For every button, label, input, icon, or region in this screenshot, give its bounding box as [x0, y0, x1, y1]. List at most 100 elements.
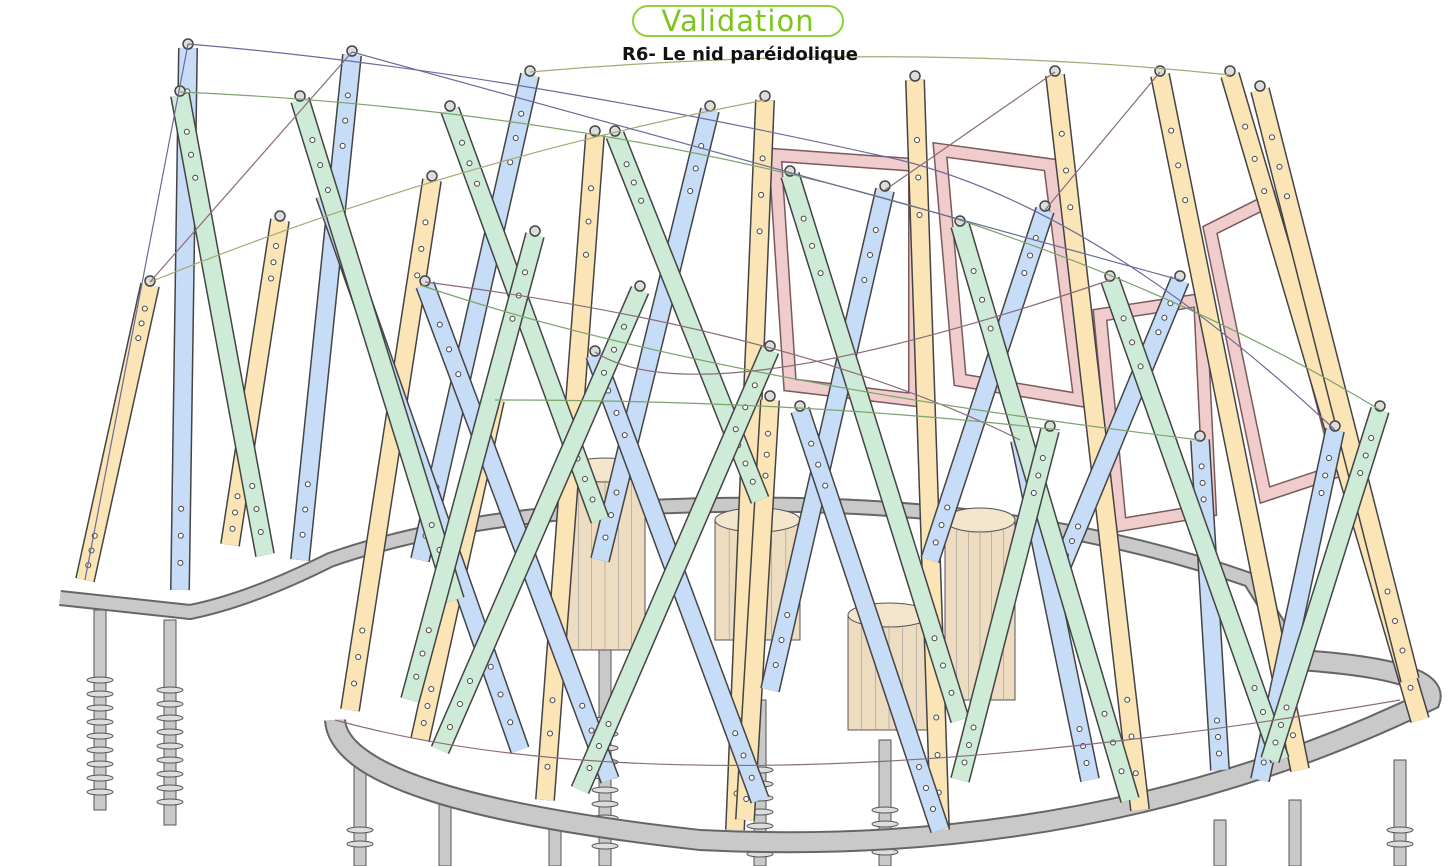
bolt: [359, 627, 366, 634]
bolt: [188, 151, 195, 158]
bolt: [748, 774, 755, 781]
bolt: [938, 522, 945, 528]
eye-bolt: [426, 170, 438, 182]
screw-thread: [746, 822, 774, 830]
bolt: [1035, 472, 1042, 479]
bolt: [351, 680, 358, 687]
bolt: [309, 137, 316, 143]
bolt: [422, 219, 429, 226]
screw-thread: [1386, 840, 1414, 848]
bolt: [1272, 739, 1279, 746]
bolt: [1251, 155, 1258, 162]
bolt: [582, 476, 588, 482]
screw-thread: [346, 826, 374, 834]
bolt: [268, 275, 274, 282]
screw-thread: [86, 788, 114, 796]
bolt: [518, 110, 525, 117]
blue-beam: [1052, 276, 1188, 574]
bolt: [428, 686, 435, 692]
bolt: [249, 483, 256, 489]
ground-screw: [1393, 759, 1407, 866]
eye-bolt: [529, 225, 541, 237]
bolt: [342, 117, 349, 124]
green-beam: [951, 222, 1139, 803]
bolt: [589, 496, 596, 503]
cable: [187, 43, 1336, 431]
screw-thread: [156, 798, 184, 806]
bolt: [778, 637, 785, 643]
bolt: [507, 719, 514, 726]
bolt: [183, 128, 190, 135]
eye-bolt: [589, 125, 601, 137]
bolt: [1362, 452, 1369, 459]
bolt: [1075, 523, 1081, 530]
bolt: [1322, 472, 1329, 479]
bolt: [966, 742, 972, 748]
screw-thread: [86, 690, 114, 698]
bolt: [596, 743, 602, 749]
yellow-beam: [1251, 87, 1419, 683]
blue-beam: [591, 107, 719, 563]
screw-thread: [156, 728, 184, 736]
bolt: [1269, 134, 1275, 141]
bolt: [1214, 717, 1220, 724]
blue-beam: [417, 282, 618, 783]
tension-cables: [84, 43, 1401, 767]
bolt: [1290, 732, 1296, 739]
bolt: [1132, 770, 1139, 777]
bolt: [507, 159, 514, 166]
yellow-beam: [76, 283, 159, 582]
bolt: [742, 460, 749, 467]
bolt: [608, 512, 614, 518]
cable: [494, 399, 1061, 431]
bolt: [1129, 339, 1136, 346]
bolt: [1199, 479, 1206, 486]
bolt: [1283, 704, 1290, 711]
cable: [884, 71, 1056, 191]
cable: [334, 699, 1401, 767]
bolt: [749, 478, 756, 485]
screw-thread: [1386, 826, 1414, 834]
frame: [933, 143, 1087, 407]
ground-screw: [353, 759, 367, 866]
bolt: [687, 188, 694, 194]
green-beam: [572, 346, 778, 794]
bolt: [1260, 759, 1267, 766]
bolt: [1083, 760, 1090, 766]
eye-bolt: [1104, 270, 1116, 282]
cable: [149, 99, 766, 283]
bolt: [933, 714, 940, 721]
bolt: [611, 346, 617, 353]
bolt: [487, 663, 494, 670]
bolt: [784, 612, 791, 618]
cable: [149, 51, 353, 283]
screw-thread: [86, 676, 114, 684]
bolt: [1284, 193, 1290, 200]
bolt: [808, 440, 815, 447]
base-ring: [326, 651, 1440, 852]
screw-thread: [591, 842, 619, 850]
bolt: [583, 251, 589, 258]
bolt: [141, 305, 148, 312]
bolt: [623, 161, 630, 168]
green-beam: [291, 97, 464, 603]
bolt: [178, 505, 185, 512]
bolt: [419, 650, 426, 657]
screw-thread: [871, 820, 899, 828]
bolt: [588, 727, 595, 734]
bolt: [1124, 696, 1131, 703]
screw-thread: [591, 786, 619, 794]
bolt: [987, 325, 994, 332]
bolt: [549, 697, 556, 704]
bolt: [867, 252, 874, 258]
bolt: [585, 218, 592, 225]
bolt: [428, 522, 435, 528]
bolt: [138, 320, 145, 327]
eye-bolt: [1039, 200, 1051, 212]
screw-thread: [156, 714, 184, 722]
bolt: [916, 212, 923, 218]
yellow-beam: [221, 218, 289, 547]
bolt: [1260, 709, 1266, 715]
bolt: [229, 525, 236, 532]
bolt: [467, 678, 473, 684]
